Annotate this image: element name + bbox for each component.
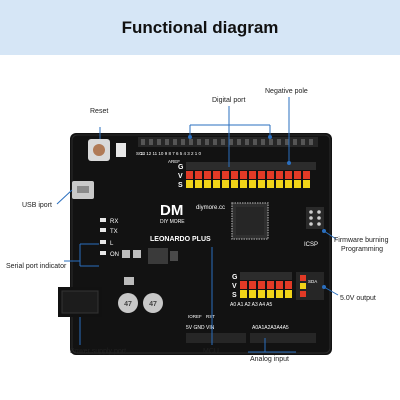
title-banner: Functional diagram [0, 0, 400, 55]
callout-5v-output: 5.0V output [340, 295, 376, 302]
callout-firmware: Firmware burning [334, 237, 389, 244]
power-header-labels: 5V GND VIN [186, 325, 215, 331]
page-title: Functional diagram [122, 18, 279, 38]
output-5v-header [296, 272, 324, 300]
gvs-label-v-top: V [178, 173, 183, 180]
callout-negative-pole: Negative pole [265, 88, 308, 95]
rst-label: RST [206, 314, 215, 319]
gvs-label-v-bottom: V [232, 283, 237, 290]
callout-digital-port: Digital port [212, 97, 246, 104]
svg-text:47: 47 [149, 301, 157, 308]
board-model: LEONARDO PLUS [150, 236, 211, 243]
gvs-label-g-top: G [178, 164, 184, 171]
analog-pin-labels: A0 A1 A2 A3 A4 A5 [230, 302, 272, 308]
rx-label: RX [110, 219, 118, 225]
scl-label: SCL [136, 151, 145, 156]
reset-button[interactable] [88, 139, 110, 161]
mcu-chip [232, 203, 268, 239]
callout-programming: Programming [341, 246, 383, 253]
capacitor-1: 47 [118, 293, 138, 313]
sda-label: SDA [308, 279, 317, 284]
digital-pin-labels: 13 12 11 10 9 8 7 6 5 4 3 2 1 0 [140, 151, 201, 156]
functional-diagram: 13 12 11 10 9 8 7 6 5 4 3 2 1 0 G V S SC… [0, 55, 400, 400]
brand-logo: DM DIY MORE [160, 202, 185, 225]
voltage-regulator [148, 248, 168, 264]
callout-power-supply: Power supply port [70, 348, 126, 355]
icsp-header [306, 207, 324, 229]
brand-url: diymore.cc [196, 205, 225, 211]
brand-logo-text: DM [160, 202, 183, 219]
smd-component-3 [133, 250, 141, 258]
smd-component [116, 143, 126, 157]
capacitor-2: 47 [143, 293, 163, 313]
gvs-label-g-bottom: G [232, 274, 238, 281]
callout-usb-port: USB iport [22, 202, 52, 209]
digital-ground-row [186, 162, 316, 170]
callout-mcu: MCU [203, 348, 219, 355]
ioref-label: IOREF [188, 314, 202, 319]
gvs-label-s-top: S [178, 182, 183, 189]
gvs-label-s-bottom: S [232, 292, 237, 299]
power-supply-jack[interactable] [58, 287, 102, 317]
on-label: ON [110, 252, 119, 258]
callout-reset: Reset [90, 108, 108, 115]
capacitor-3 [124, 277, 134, 285]
analog-header-labels: A0A1A2A3A4A5 [252, 325, 289, 331]
analog-header-bottom [250, 333, 316, 343]
brand-tag: DIY MORE [160, 219, 185, 225]
tx-label: TX [110, 229, 118, 235]
power-header-bottom [186, 333, 246, 343]
usb-port[interactable] [72, 181, 94, 199]
callout-serial-indicator: Serial port indicator [6, 263, 67, 270]
callout-analog-input: Analog input [250, 356, 289, 363]
regulator-tab [170, 251, 178, 261]
analog-ground-row [240, 272, 292, 280]
smd-component-2 [122, 250, 130, 258]
icsp-label: ICSP [304, 242, 318, 248]
svg-text:47: 47 [124, 301, 132, 308]
aref-label: AREF [168, 159, 180, 164]
